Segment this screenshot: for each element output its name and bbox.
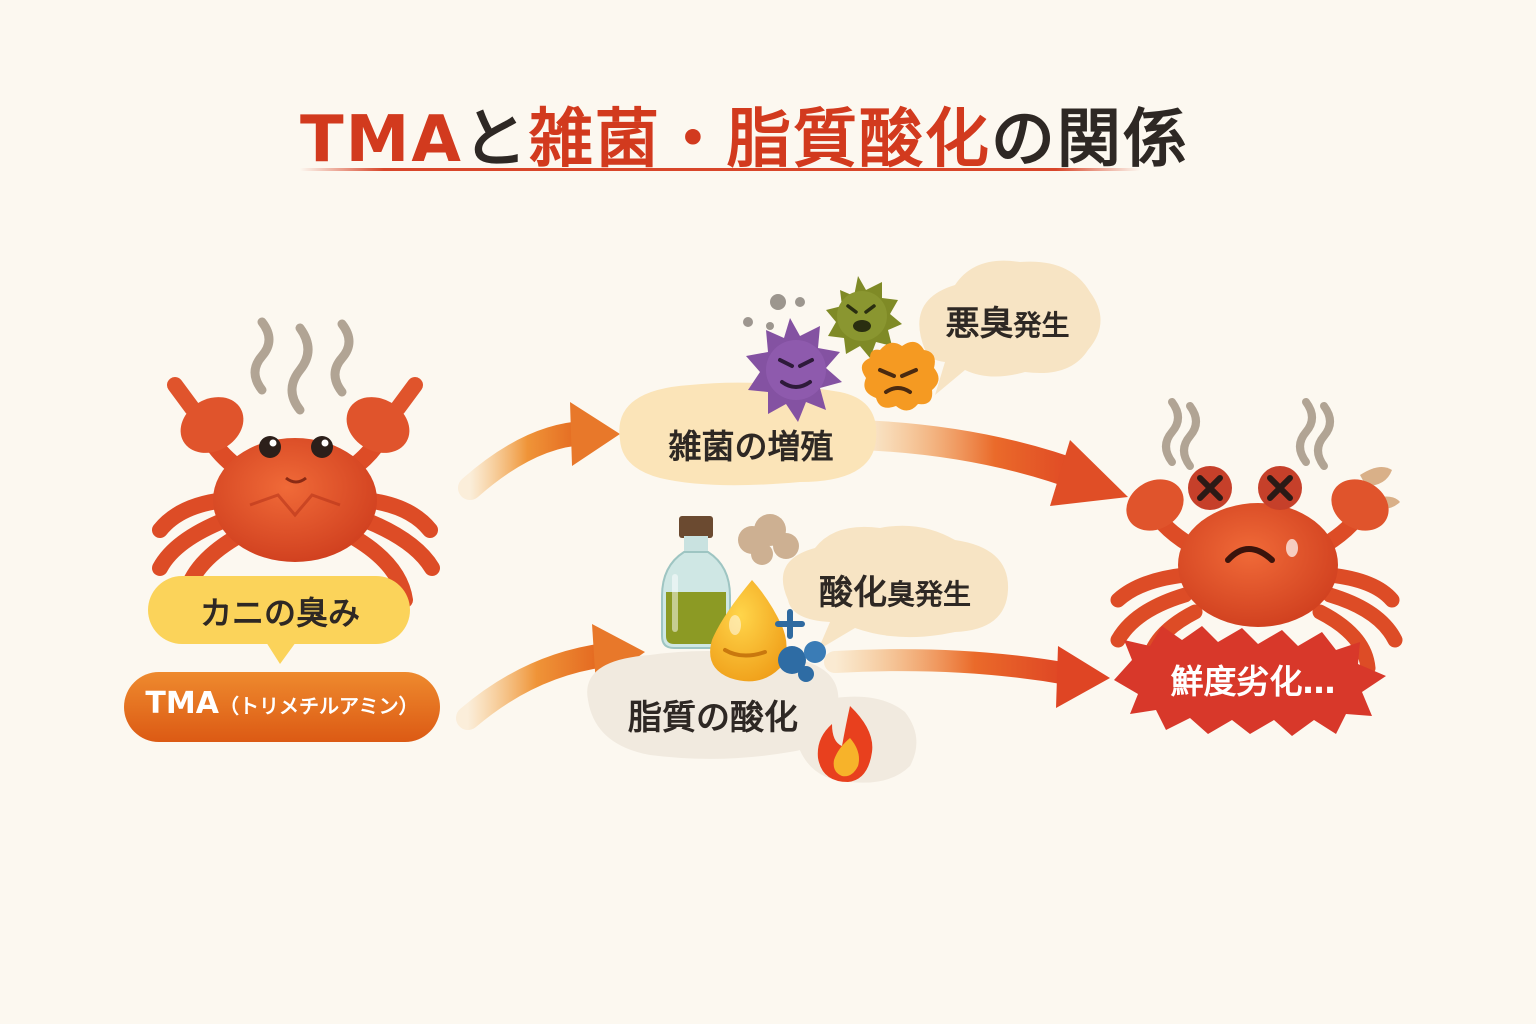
malodor-label: 悪臭発生 bbox=[925, 296, 1090, 345]
smoke-puff bbox=[738, 514, 799, 565]
malodor-cloud bbox=[919, 260, 1101, 395]
crab-smell-label: カニの臭み bbox=[199, 594, 360, 632]
tma-sub-text: （トリメチルアミン） bbox=[218, 694, 419, 718]
malodor-sub-text: 発生 bbox=[1013, 309, 1070, 342]
tma-label: TMA（トリメチルアミン） bbox=[126, 686, 438, 721]
fire-icon bbox=[817, 706, 873, 782]
oxidized-smell-main-text: 酸化 bbox=[818, 573, 887, 613]
crab-smell-bubble bbox=[148, 576, 410, 664]
bacteria-growth-label: 雑菌の増殖 bbox=[668, 427, 834, 466]
title-underline bbox=[300, 168, 1140, 171]
oil-drop-icon bbox=[710, 580, 787, 682]
tma-pill bbox=[124, 672, 440, 742]
tma-main-text: TMA bbox=[145, 686, 219, 721]
lipid-oxidation-label: 脂質の酸化 bbox=[628, 698, 798, 738]
freshness-decline-label: 鮮度劣化… bbox=[1170, 662, 1336, 701]
germ-olive-icon bbox=[826, 276, 902, 358]
oxidized-smell-label: 酸化臭発生 bbox=[790, 565, 1000, 614]
lipid-oxidation-bubble bbox=[587, 651, 839, 759]
steam-icon bbox=[1162, 398, 1334, 470]
arrow-lipid-to-decline bbox=[824, 646, 1110, 708]
freshness-decline-burst bbox=[1114, 626, 1386, 736]
germ-purple-icon bbox=[746, 318, 842, 422]
oil-bottle-icon bbox=[661, 516, 731, 649]
crab-happy-icon bbox=[152, 317, 440, 608]
title-particle: と bbox=[462, 103, 529, 177]
oxidized-smell-cloud bbox=[782, 525, 1009, 650]
dust-dots bbox=[743, 294, 805, 330]
germ-orange-icon bbox=[861, 341, 939, 411]
title-relation: の関係 bbox=[990, 103, 1189, 177]
title-tma: TMA bbox=[300, 103, 463, 177]
oxidized-smell-sub-text: 臭発生 bbox=[886, 578, 971, 611]
arrow-bacteria-to-crab bbox=[845, 420, 1128, 506]
page-title: TMAと雑菌・脂質酸化の関係 bbox=[300, 88, 1187, 180]
bacteria-growth-bubble bbox=[619, 382, 877, 486]
malodor-main-text: 悪臭 bbox=[945, 304, 1014, 344]
molecule-icon bbox=[775, 609, 826, 682]
crab-sad-icon bbox=[1110, 398, 1403, 676]
steam-icon bbox=[250, 317, 354, 415]
arrow-to-bacteria bbox=[458, 402, 620, 500]
title-topic: 雑菌・脂質酸化 bbox=[528, 103, 991, 177]
